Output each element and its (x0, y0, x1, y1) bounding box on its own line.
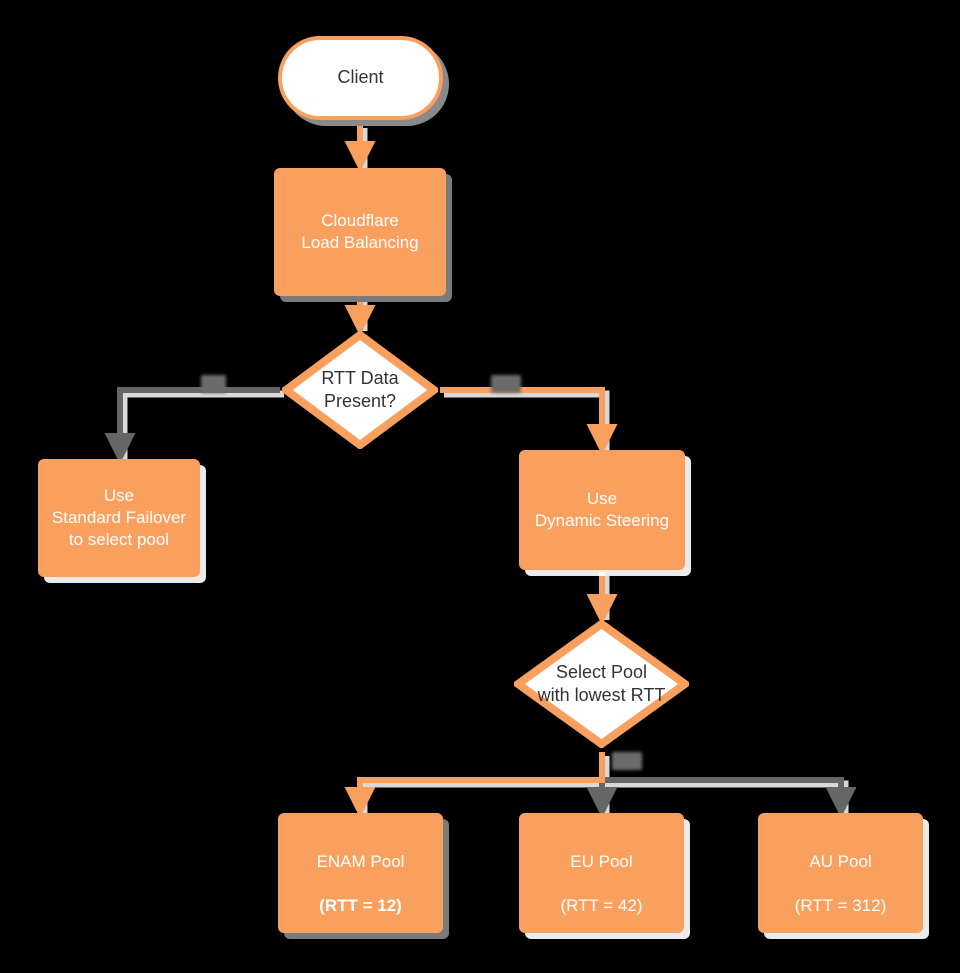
node-standard-failover[interactable]: Use Standard Failover to select pool (38, 459, 200, 577)
node-client[interactable]: Client (278, 36, 443, 120)
node-au-pool-label: AU Pool (RTT = 312) (789, 829, 893, 917)
edge-label-yes: Yes (491, 375, 521, 393)
node-client-label: Client (337, 67, 384, 88)
node-select-pool-label: Select Pool with lowest RTT (537, 661, 666, 705)
node-eu-pool[interactable]: EU Pool (RTT = 42) (519, 813, 684, 933)
node-enam-pool-name: ENAM Pool (316, 851, 405, 871)
node-eu-pool-rtt: (RTT = 42) (560, 896, 643, 916)
node-select-pool-decision[interactable]: Select Pool with lowest RTT (514, 620, 689, 748)
node-au-pool[interactable]: AU Pool (RTT = 312) (758, 813, 923, 933)
edge-label-no: No (201, 375, 227, 393)
diamond-shape-rtt (282, 331, 438, 449)
node-enam-pool[interactable]: ENAM Pool (RTT = 12) (278, 813, 443, 933)
node-enam-pool-rtt: (RTT = 12) (319, 896, 402, 916)
node-dynamic-steering-label: Use Dynamic Steering (534, 488, 670, 530)
edge-select-to-enam (344, 752, 605, 818)
node-au-pool-rtt: (RTT = 312) (794, 896, 887, 916)
edge-rtt-yes (440, 387, 618, 455)
node-cloudflare-load-balancing[interactable]: Cloudflare Load Balancing (274, 168, 446, 296)
node-standard-failover-label: Use Standard Failover to select pool (51, 485, 187, 550)
edge-select-to-au (602, 777, 857, 818)
node-enam-pool-label: ENAM Pool (RTT = 12) (311, 829, 411, 917)
node-eu-pool-label: EU Pool (RTT = 42) (554, 829, 648, 917)
node-rtt-data-present-label: RTT Data Present? (321, 367, 399, 411)
node-eu-pool-name: EU Pool (570, 851, 633, 871)
edge-rtt-no (104, 387, 280, 464)
node-rtt-data-present-decision[interactable]: RTT Data Present? (282, 331, 438, 449)
node-dynamic-steering[interactable]: Use Dynamic Steering (519, 450, 685, 570)
node-cloudflare-load-balancing-label: Cloudflare Load Balancing (301, 210, 419, 252)
node-au-pool-name: AU Pool (809, 851, 872, 871)
diamond-shape-select-pool (514, 620, 689, 748)
edge-label-select-pick: Yes (612, 752, 642, 770)
